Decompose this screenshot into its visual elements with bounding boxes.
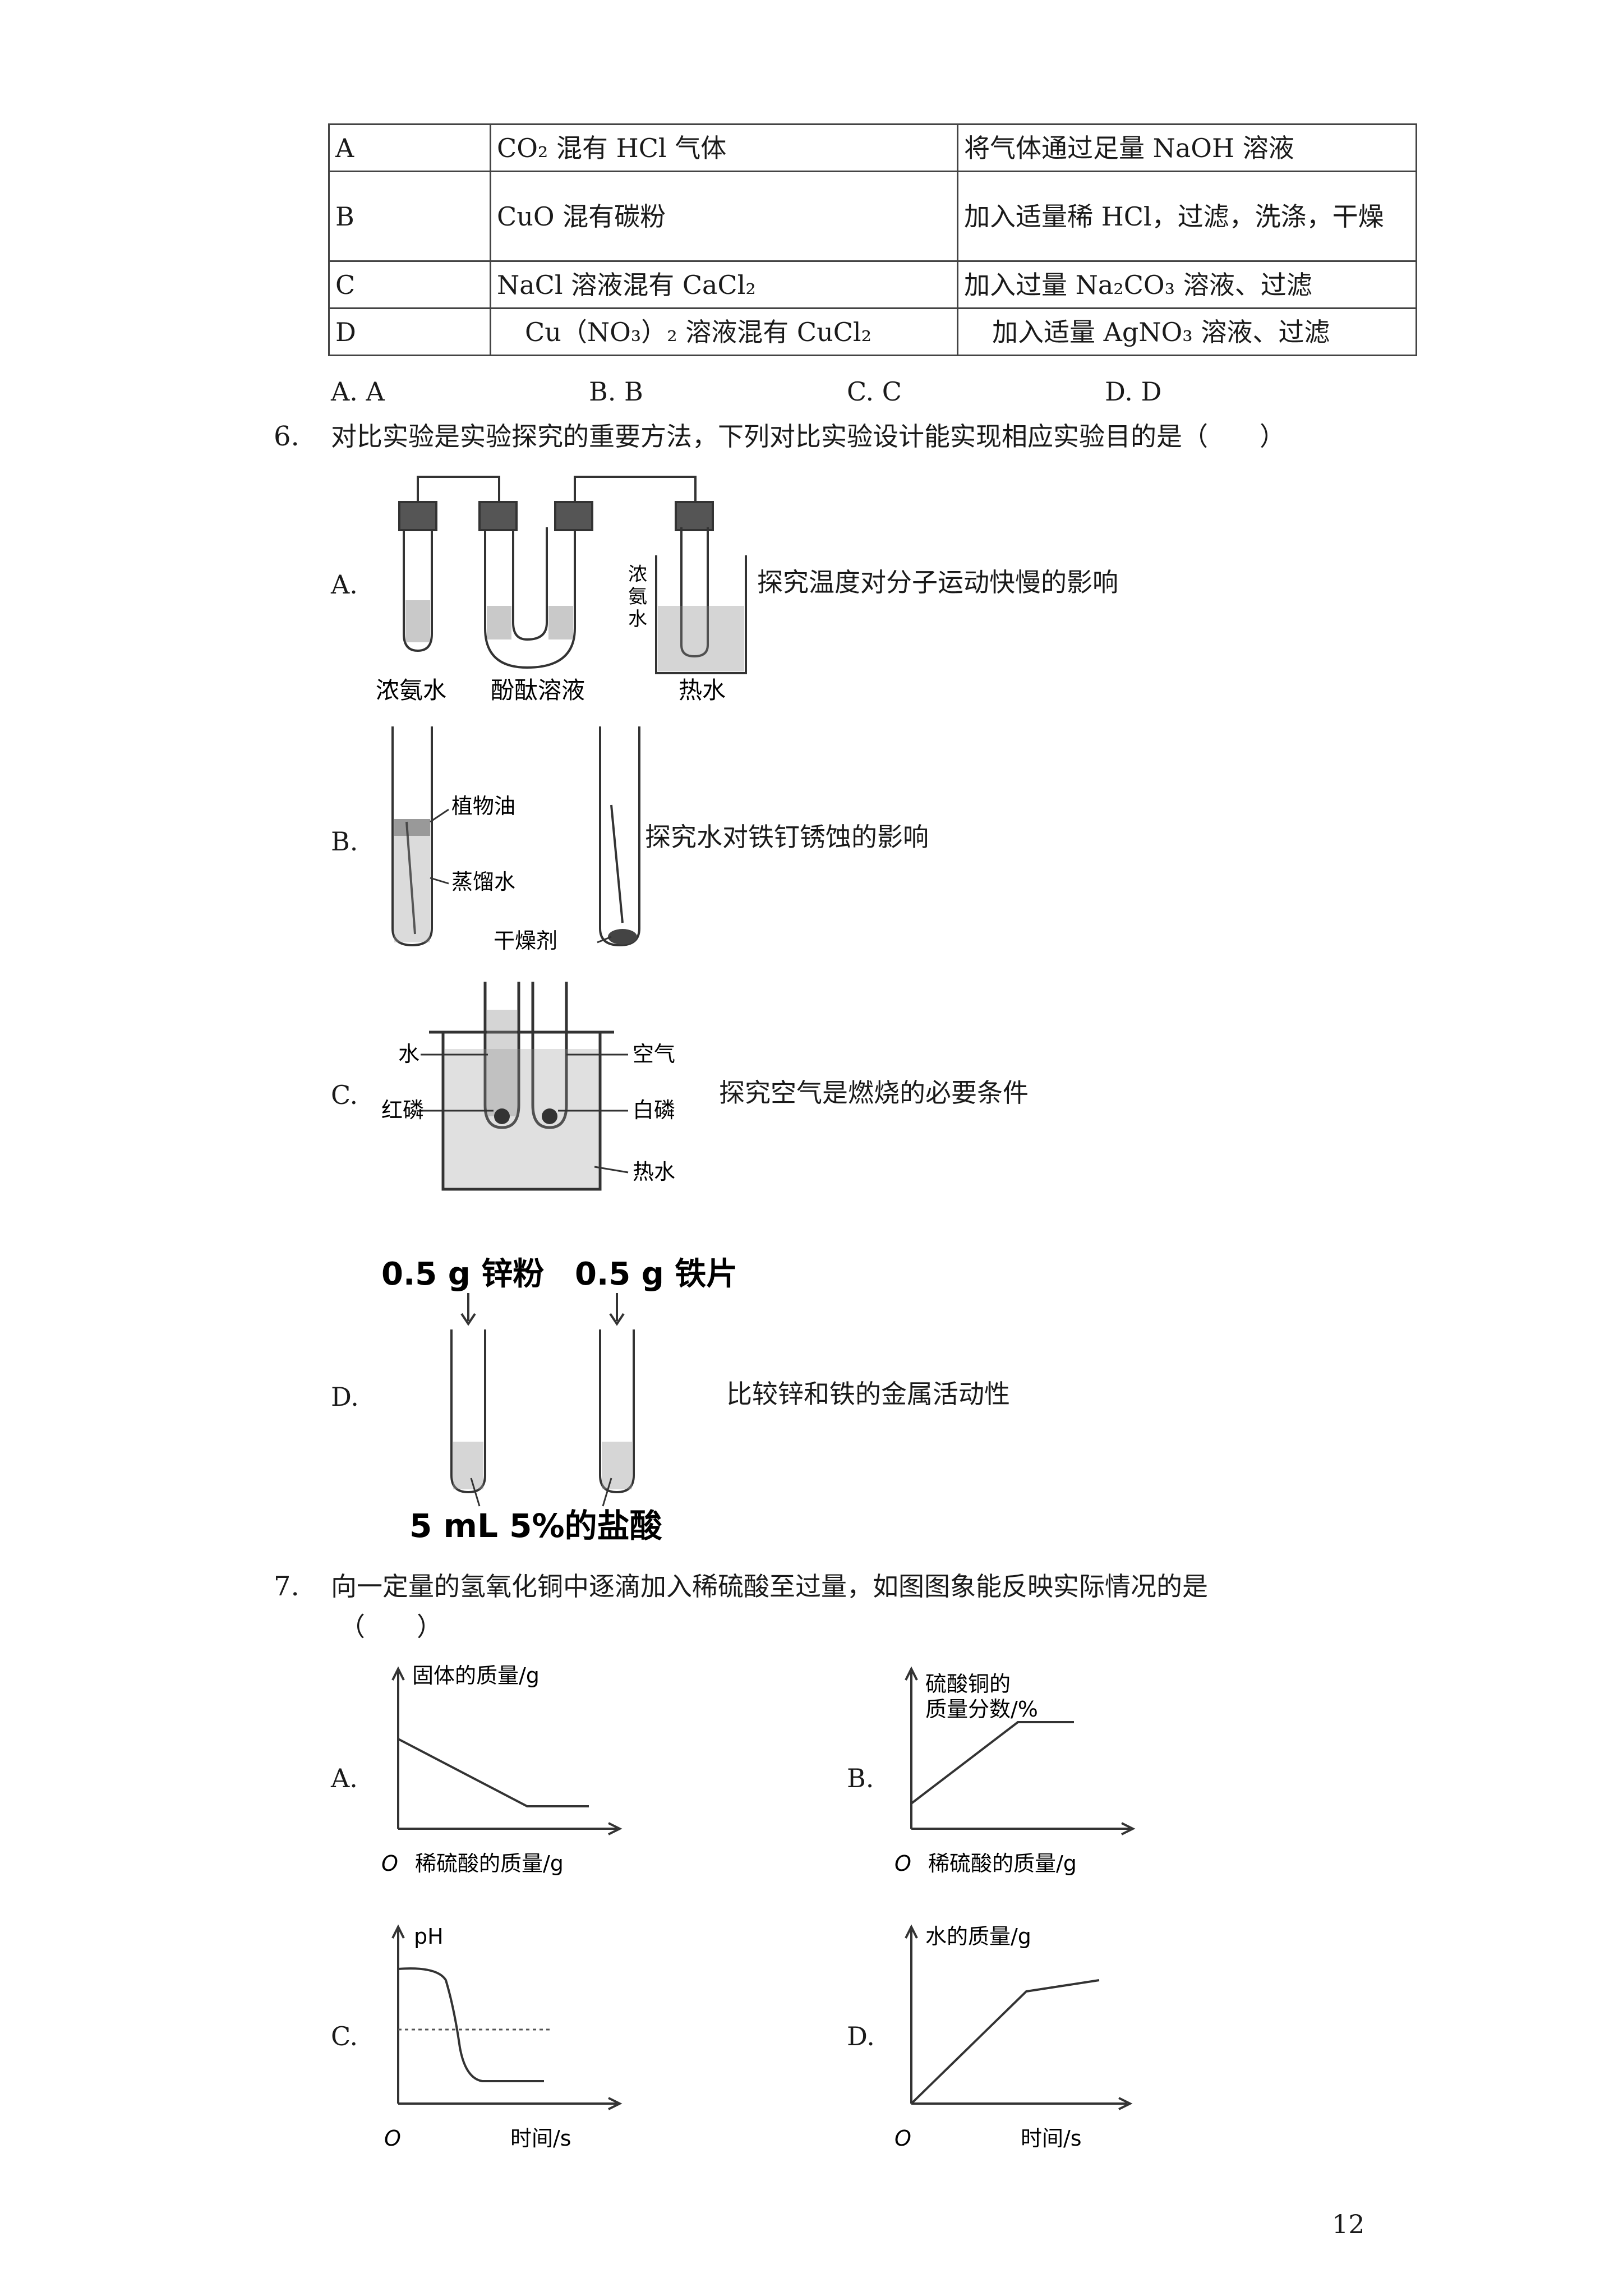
table-cell: CuO 混有碳粉: [490, 171, 958, 262]
table-cell: CO₂ 混有 HCl 气体: [490, 123, 958, 172]
q6-option-c-text: 探究空气是燃烧的必要条件: [719, 1078, 1029, 1108]
q6-number: 6.: [274, 421, 299, 452]
label-distilled-water: 蒸馏水: [451, 869, 515, 894]
label-red-phosphorus: 红磷: [381, 1098, 424, 1122]
table-cell: 加入过量 Na₂CO₃ 溶液、过滤: [957, 260, 1417, 309]
q6-stem: 对比实验是实验探究的重要方法，下列对比实验设计能实现相应实验目的是（ ）: [331, 421, 1285, 452]
x-axis-label: 稀硫酸的质量/g: [928, 1851, 1077, 1876]
q6c-figure: 水 红磷 空气 白磷 热水: [381, 982, 675, 1191]
page-number: 12: [1332, 2209, 1365, 2239]
table-cell: 加入适量稀 HCl，过滤，洗涤，干燥: [957, 171, 1417, 262]
y-axis-label: 硫酸铜的: [925, 1672, 1011, 1696]
table-cell: 将气体通过足量 NaOH 溶液: [957, 123, 1417, 172]
origin-label: O: [384, 2126, 401, 2151]
table-cell: C: [328, 260, 491, 309]
table-row: D Cu（NO₃）₂ 溶液混有 CuCl₂ 加入适量 AgNO₃ 溶液、过滤: [328, 307, 1417, 356]
q7-option-a-label: A.: [331, 1763, 358, 1793]
label-zinc-powder: 0.5 g 锌粉: [381, 1256, 544, 1292]
table-row: A CO₂ 混有 HCl 气体 将气体通过足量 NaOH 溶液: [328, 123, 1417, 172]
q7b-graph: 硫酸铜的 质量分数/% 稀硫酸的质量/g O: [895, 1666, 1136, 1876]
q6-option-a-text: 探究温度对分子运动快慢的影响: [757, 567, 1118, 597]
q5-option-d: D. D: [1105, 376, 1162, 407]
y-axis-label-2: 质量分数/%: [925, 1697, 1038, 1722]
label-iron-sheet: 0.5 g 铁片: [575, 1256, 737, 1292]
x-axis-label: 稀硫酸的质量/g: [415, 1851, 564, 1876]
q6-option-c-label: C.: [331, 1080, 358, 1110]
label-hcl: 5 mL 5%的盐酸: [409, 1507, 663, 1545]
label-phenolphthalein: 酚酞溶液: [491, 677, 585, 704]
q6-option-d-label: D.: [331, 1382, 359, 1412]
label-white-phosphorus: 白磷: [633, 1098, 675, 1122]
table-cell: 加入适量 AgNO₃ 溶液、过滤: [957, 307, 1417, 356]
table-cell: Cu（NO₃）₂ 溶液混有 CuCl₂: [490, 307, 958, 356]
q7d-graph: 水的质量/g 时间/s O: [895, 1924, 1133, 2151]
label-side-1: 浓: [628, 563, 647, 586]
q6-option-d-text: 比较锌和铁的金属活动性: [726, 1379, 1010, 1409]
table-cell: B: [328, 171, 491, 262]
y-axis-label: 固体的质量/g: [412, 1663, 540, 1688]
y-axis-label: pH: [414, 1924, 444, 1949]
q6-option-a-label: A.: [331, 569, 358, 600]
q7-stem: 向一定量的氢氧化铜中逐滴加入稀硫酸至过量，如图图象能反映实际情况的是: [331, 1571, 1208, 1602]
x-axis-label: 时间/s: [510, 2126, 571, 2151]
q5-option-c: C. C: [847, 376, 902, 407]
q6-option-b-text: 探究水对铁钉锈蚀的影响: [645, 822, 929, 852]
label-hot-water: 热水: [633, 1159, 675, 1184]
label-side-2: 氨: [628, 586, 647, 608]
q7-option-d-label: D.: [847, 2021, 875, 2051]
origin-label: O: [895, 1851, 911, 1876]
q6d-figure: 0.5 g 锌粉 0.5 g 铁片 5 mL 5%的盐酸: [381, 1256, 737, 1545]
table-cell: D: [328, 307, 491, 356]
q6-option-b-label: B.: [331, 826, 358, 857]
q6b-figure: 植物油 蒸馏水 干燥剂: [391, 726, 640, 953]
q6a-figure: 浓氨水 酚酞溶液 热水 浓 氨 水: [376, 476, 747, 704]
q7-option-b-label: B.: [847, 1763, 874, 1793]
label-vegetable-oil: 植物油: [451, 794, 515, 818]
q7-stem-paren: （ ）: [339, 1612, 442, 1642]
label-side-3: 水: [628, 608, 647, 631]
q7-option-c-label: C.: [331, 2021, 358, 2051]
label-air: 空气: [633, 1042, 675, 1066]
origin-label: O: [895, 2126, 911, 2151]
q5-option-b: B. B: [589, 376, 643, 407]
options-table: A CO₂ 混有 HCl 气体 将气体通过足量 NaOH 溶液 B CuO 混有…: [328, 123, 1417, 356]
label-hot-water: 热水: [679, 677, 726, 704]
q7a-graph: 固体的质量/g 稀硫酸的质量/g O: [381, 1663, 623, 1876]
table-row: B CuO 混有碳粉 加入适量稀 HCl，过滤，洗涤，干燥: [328, 171, 1417, 262]
table-cell: A: [328, 123, 491, 172]
table-row: C NaCl 溶液混有 CaCl₂ 加入过量 Na₂CO₃ 溶液、过滤: [328, 260, 1417, 309]
q7c-graph: pH 时间/s O: [384, 1924, 623, 2151]
y-axis-label: 水的质量/g: [925, 1924, 1031, 1949]
label-desiccant: 干燥剂: [494, 928, 557, 953]
label-ammonia: 浓氨水: [376, 677, 446, 704]
table-cell: NaCl 溶液混有 CaCl₂: [490, 260, 958, 309]
label-water: 水: [398, 1042, 419, 1066]
origin-label: O: [381, 1851, 398, 1876]
q5-option-a: A. A: [331, 376, 385, 407]
x-axis-label: 时间/s: [1021, 2126, 1082, 2151]
q7-number: 7.: [274, 1571, 299, 1602]
